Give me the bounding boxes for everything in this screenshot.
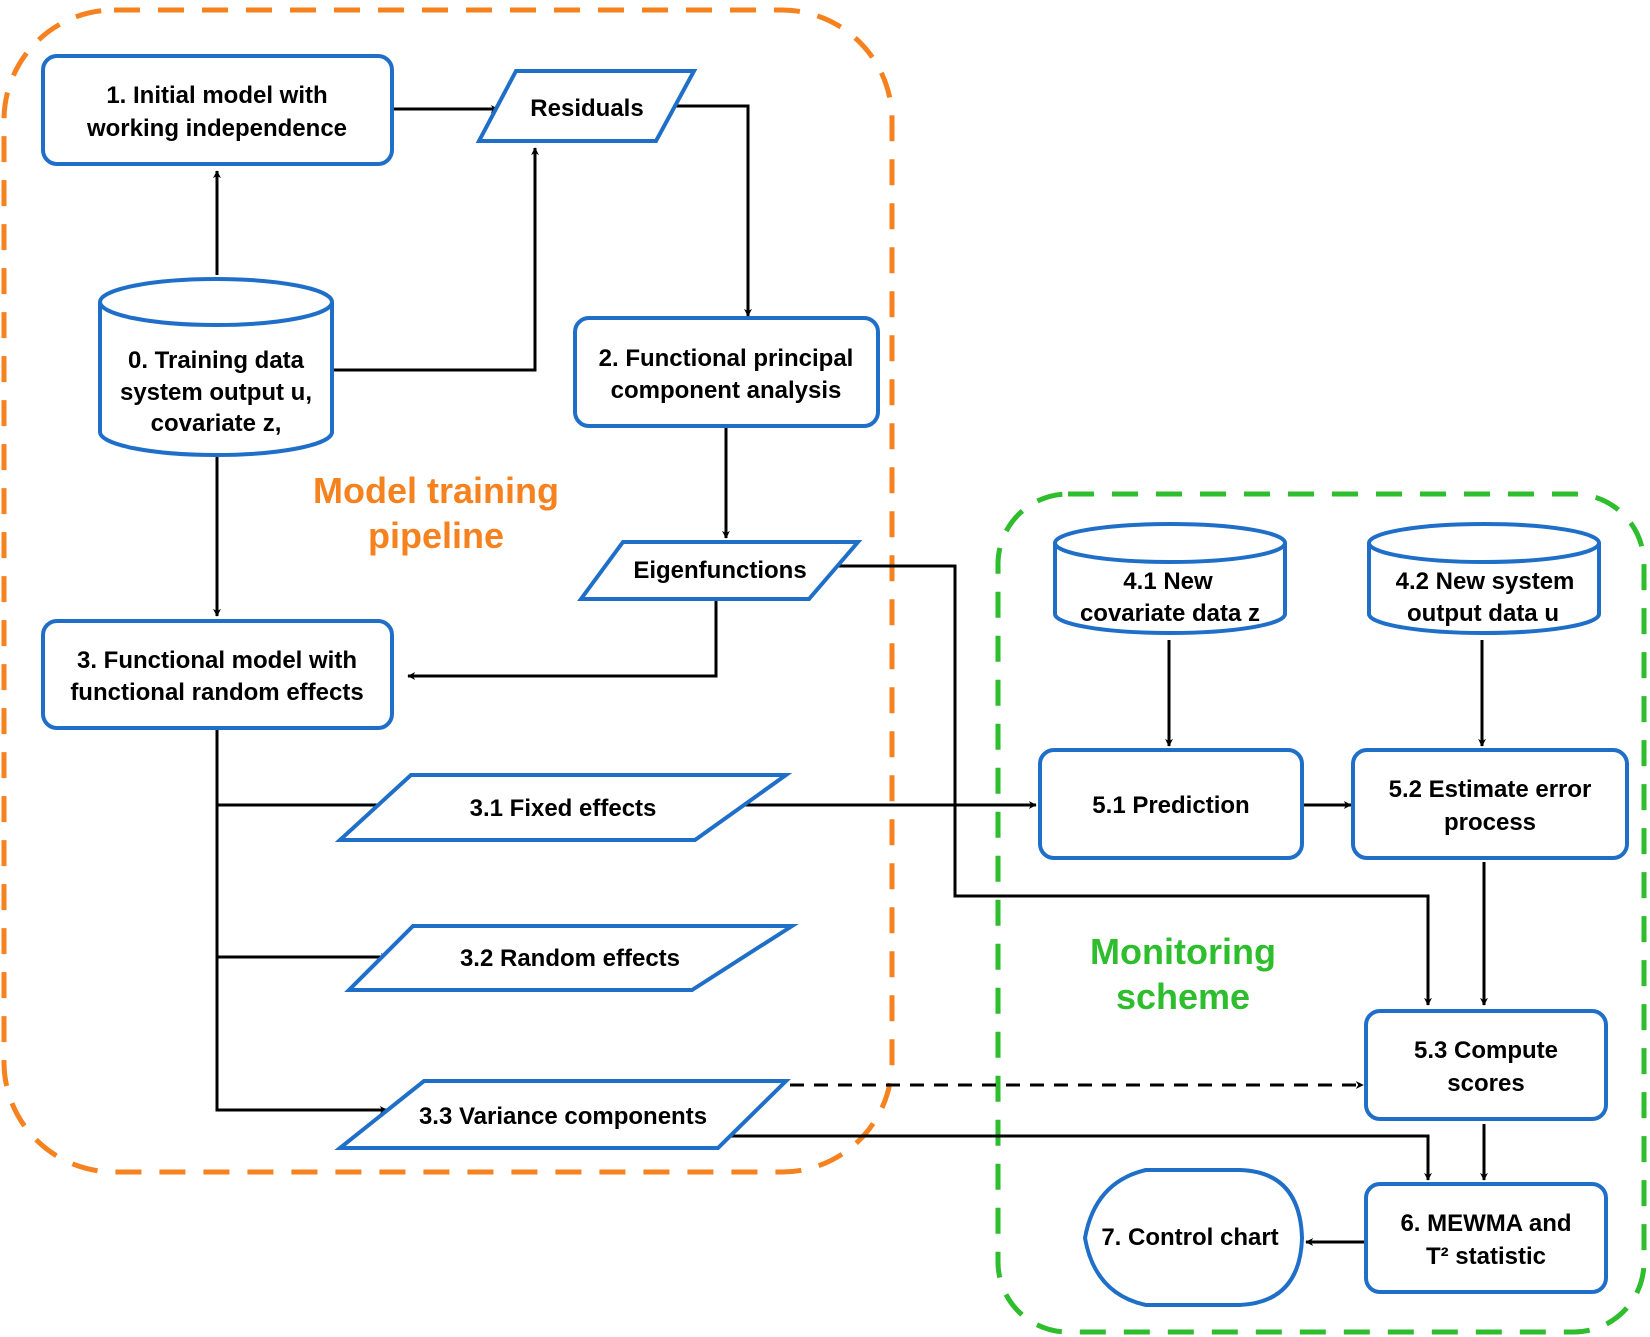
edge-n33-to-n6 — [720, 1134, 1432, 1181]
node-1-line2: working independence — [86, 115, 347, 142]
edge-n3-to-n31 — [215, 730, 388, 1114]
edge-eigen-to-n3 — [407, 600, 718, 680]
training-group-label-line2: pipeline — [368, 515, 504, 556]
node-5-3-line1: 5.3 Compute — [1414, 1037, 1558, 1064]
node-eigen-line1: Eigenfunctions — [633, 557, 806, 584]
node-6-mewma-statistic: 6. MEWMA and T² statistic — [1364, 1182, 1608, 1294]
training-group-box — [1, 7, 895, 1175]
node-4-1-new-covariate-data: 4.1 New covariate data z — [1053, 522, 1287, 635]
node-5-2-line1: 5.2 Estimate error — [1389, 776, 1592, 803]
node-3-2-line1: 3.2 Random effects — [460, 945, 680, 972]
node-eigenfunctions: Eigenfunctions — [577, 540, 863, 601]
monitoring-group-label-line2: scheme — [1116, 976, 1250, 1017]
node-3-2-random-effects: 3.2 Random effects — [344, 924, 799, 992]
edge-n0-to-residuals — [330, 147, 539, 372]
node-6-line2: T² statistic — [1426, 1243, 1546, 1270]
edges — [213, 104, 1488, 1246]
node-4-1-line2: covariate data z — [1080, 600, 1260, 627]
node-0-line2: system output u, — [120, 379, 312, 406]
node-3-line2: functional random effects — [70, 679, 363, 706]
edge-eigen-to-n53 — [838, 564, 1432, 1006]
node-5-3-compute-scores: 5.3 Compute scores — [1364, 1009, 1608, 1121]
training-group-label-line1: Model training — [313, 470, 559, 511]
node-5-3-line2: scores — [1447, 1070, 1524, 1097]
node-5-1-line1: 5.1 Prediction — [1092, 792, 1249, 819]
node-7-line1: 7. Control chart — [1101, 1224, 1278, 1251]
node-residuals-line1: Residuals — [530, 95, 643, 122]
node-3-1-line1: 3.1 Fixed effects — [470, 795, 657, 822]
node-residuals: Residuals — [475, 69, 698, 143]
monitoring-group-label-line1: Monitoring — [1090, 931, 1276, 972]
node-4-1-line1: 4.1 New — [1123, 568, 1213, 595]
node-3-3-line1: 3.3 Variance components — [419, 1103, 707, 1130]
node-4-2-line1: 4.2 New system — [1396, 568, 1575, 595]
node-5-2-line2: process — [1444, 809, 1536, 836]
node-2-fpca: 2. Functional principal component analys… — [573, 316, 880, 428]
node-3-1-fixed-effects: 3.1 Fixed effects — [334, 773, 793, 842]
node-2-line2: component analysis — [611, 377, 842, 404]
monitoring-group-box — [995, 491, 1647, 1335]
node-0-training-data: 0. Training data system output u, covari… — [98, 277, 334, 457]
node-5-1-prediction: 5.1 Prediction — [1038, 748, 1304, 860]
edge-residuals-to-n2 — [676, 104, 752, 317]
node-0-line1: 0. Training data — [128, 347, 305, 374]
node-1-initial-model: 1. Initial model with working independen… — [41, 54, 394, 166]
node-3-3-variance-components: 3.3 Variance components — [334, 1079, 791, 1150]
node-7-control-chart: 7. Control chart — [1082, 1168, 1305, 1307]
node-4-2-new-system-output-data: 4.2 New system output data u — [1367, 522, 1601, 635]
node-3-line1: 3. Functional model with — [77, 647, 357, 674]
node-3-functional-model: 3. Functional model with functional rand… — [41, 619, 394, 730]
node-0-line3: covariate z, — [151, 410, 282, 437]
node-1-line1: 1. Initial model with — [106, 82, 327, 109]
node-2-line1: 2. Functional principal — [599, 345, 854, 372]
node-4-2-line2: output data u — [1407, 600, 1559, 627]
node-6-line1: 6. MEWMA and — [1400, 1210, 1571, 1237]
node-5-2-estimate-error-process: 5.2 Estimate error process — [1351, 748, 1629, 860]
